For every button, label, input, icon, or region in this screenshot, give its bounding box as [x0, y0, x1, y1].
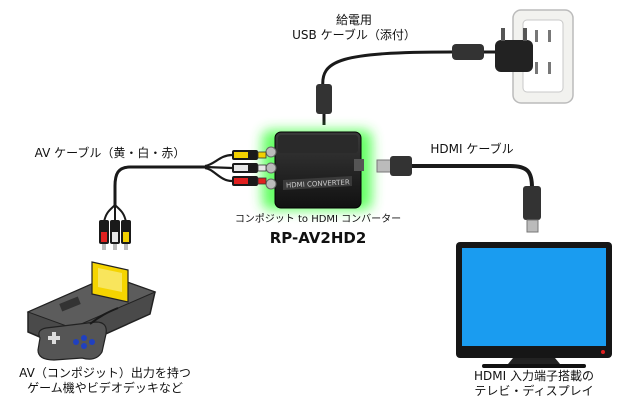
source-label-line1: AV（コンポジット）出力を持つ [19, 366, 191, 380]
source-label-line2: ゲーム機やビデオデッキなど [27, 381, 183, 395]
av-cable [99, 150, 267, 250]
tv-display-icon [456, 242, 612, 368]
av-cable-label: AV ケーブル（黄・白・赤） [34, 146, 186, 160]
display-label-line2: テレビ・ディスプレイ [474, 384, 594, 398]
usb-power-label: 給電用 [335, 13, 373, 27]
usb-cable [316, 44, 495, 125]
hdmi-cable-label: HDMI ケーブル [430, 142, 514, 156]
display-label-line1: HDMI 入力端子搭載の [474, 369, 594, 383]
device-print-text: HDMI CONVERTER [286, 178, 350, 189]
converter-box-icon: HDMI CONVERTER [262, 130, 372, 210]
hdmi-cable [376, 156, 541, 233]
model-name: RP-AV2HD2 [269, 229, 367, 247]
converter-description: コンポジット to HDMI コンバーター [234, 214, 402, 225]
usb-cable-label: USB ケーブル（添付） [292, 28, 416, 42]
controller-icon [37, 307, 119, 361]
usb-adapter-icon [495, 28, 533, 72]
wall-outlet-icon [512, 9, 574, 104]
